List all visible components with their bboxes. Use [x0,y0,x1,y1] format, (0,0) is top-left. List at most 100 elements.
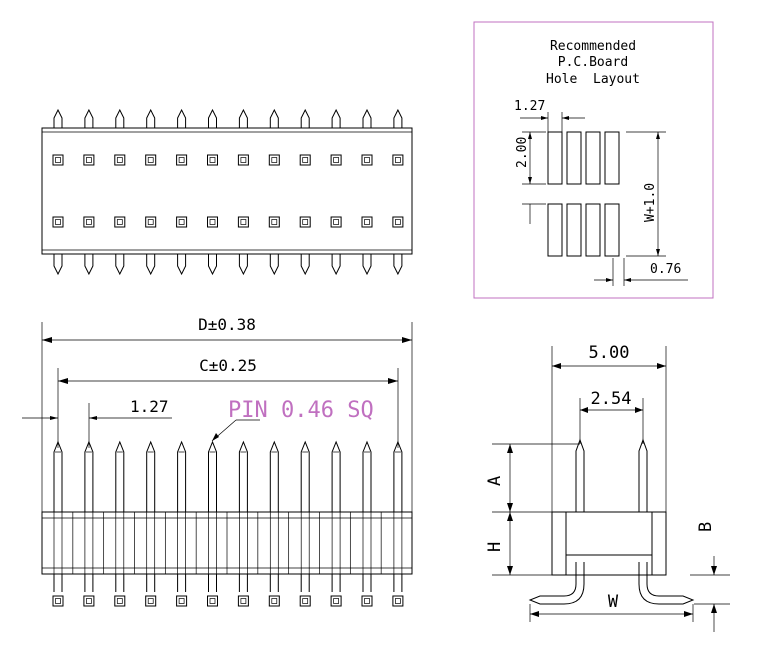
dim-a-label: A [485,476,505,486]
top-view-lower-pin [331,254,341,276]
top-view-pad-upper [299,154,311,166]
front-pin [362,440,372,512]
hole-layout-title-2: P.C.Board [558,55,628,70]
top-view-lower-pin [177,254,187,276]
pcb-pad-lower [566,203,582,257]
hole-layout-frame [473,21,714,299]
dim-b-label: B [696,522,716,532]
bottom-pad [268,595,280,607]
pcb-pad-lower [547,203,563,257]
top-view-pad-lower [330,216,342,228]
top-view-pad-lower [207,216,218,228]
front-pin [331,440,341,512]
pcb-pad-upper [604,131,620,185]
overall-length-label: D±0.38 [198,315,256,334]
top-view-upper-pin [84,108,94,128]
top-view-pad-upper [52,154,64,166]
side-pin-right [638,438,648,512]
pad-width-label: 0.76 [650,262,681,277]
top-view [41,108,413,276]
side-body [551,511,667,576]
top-view-upper-pin [53,108,63,128]
front-pin [115,440,125,512]
front-view: D±0.38 C±0.25 1.27 PIN 0.46 SQ [22,315,413,607]
top-view-pad-lower [361,216,373,228]
row-pitch-label: 2.54 [591,389,632,409]
top-view-upper-pin [362,108,372,128]
top-view-upper-pin [208,108,217,128]
top-view-upper-pin [238,108,248,128]
pcb-pad-upper [566,131,582,185]
front-pin [84,440,94,512]
top-view-lower-pin [53,254,63,276]
pcb-pad-upper [547,131,563,185]
pcb-pad-upper [585,131,601,185]
side-leg-left [528,562,585,605]
front-body [41,511,413,575]
top-view-pad-lower [83,216,95,228]
top-view-lower-pin [269,254,279,276]
bottom-pad [207,595,218,607]
front-pin [208,440,217,512]
top-view-lower-pin [300,254,310,276]
top-view-pad-lower [237,216,249,228]
pin-span-label: C±0.25 [199,356,257,375]
top-view-upper-pin [177,108,187,128]
top-view-pad-lower [268,216,280,228]
hole-layout-title-3: Hole Layout [546,72,640,87]
top-view-pad-upper [268,154,280,166]
bottom-pad [299,595,311,607]
top-view-pad-upper [145,154,157,166]
top-view-pad-lower [392,216,404,228]
front-pin [300,440,310,512]
front-pitch-label: 1.27 [130,397,169,416]
bottom-pad [176,595,188,607]
front-pin [393,440,403,512]
top-view-lower-pin [84,254,94,276]
bottom-pad [114,595,126,607]
pcb-pads [547,131,620,257]
top-view-lower-pin [115,254,125,276]
top-view-pad-upper [176,154,188,166]
top-view-lower-pin [362,254,372,276]
dim-w-label: W [608,592,619,612]
front-pin [269,440,279,512]
top-view-upper-pin [300,108,310,128]
top-view-pad-lower [145,216,157,228]
top-view-pad-upper [207,154,218,166]
hole-pitch-label: 1.27 [514,99,545,114]
pcb-pad-lower [585,203,601,257]
bottom-pad [237,595,249,607]
overall-width-label: 5.00 [589,343,630,363]
top-view-lower-pin [208,254,217,276]
top-view-pad-lower [114,216,126,228]
top-view-upper-pin [146,108,156,128]
top-view-pad-upper [237,154,249,166]
hole-layout-panel: Recommended P.C.Board Hole Layout 1.27 2… [473,21,714,299]
top-view-pad-upper [83,154,95,166]
hole-layout-title-1: Recommended [550,39,636,54]
bottom-pad [392,595,404,607]
top-view-pad-lower [52,216,64,228]
top-view-upper-pin [331,108,341,128]
bottom-pad [330,595,342,607]
top-view-pad-lower [299,216,311,228]
side-leg-right [638,562,695,605]
row-span-label: W+1.0 [643,183,658,222]
bottom-pad [83,595,95,607]
front-pin [238,440,248,512]
bottom-pad [52,595,64,607]
pcb-pad-lower [604,203,620,257]
side-pin-left [575,438,585,512]
top-view-upper-pin [115,108,125,128]
top-view-lower-pin [393,254,403,276]
top-view-pad-upper [114,154,126,166]
top-view-lower-pin [146,254,156,276]
top-view-upper-pin [269,108,279,128]
front-pin [177,440,187,512]
pin-size-label: PIN 0.46 SQ [228,398,374,423]
front-pins [53,440,403,512]
top-view-pad-lower [176,216,188,228]
bottom-pad [145,595,157,607]
